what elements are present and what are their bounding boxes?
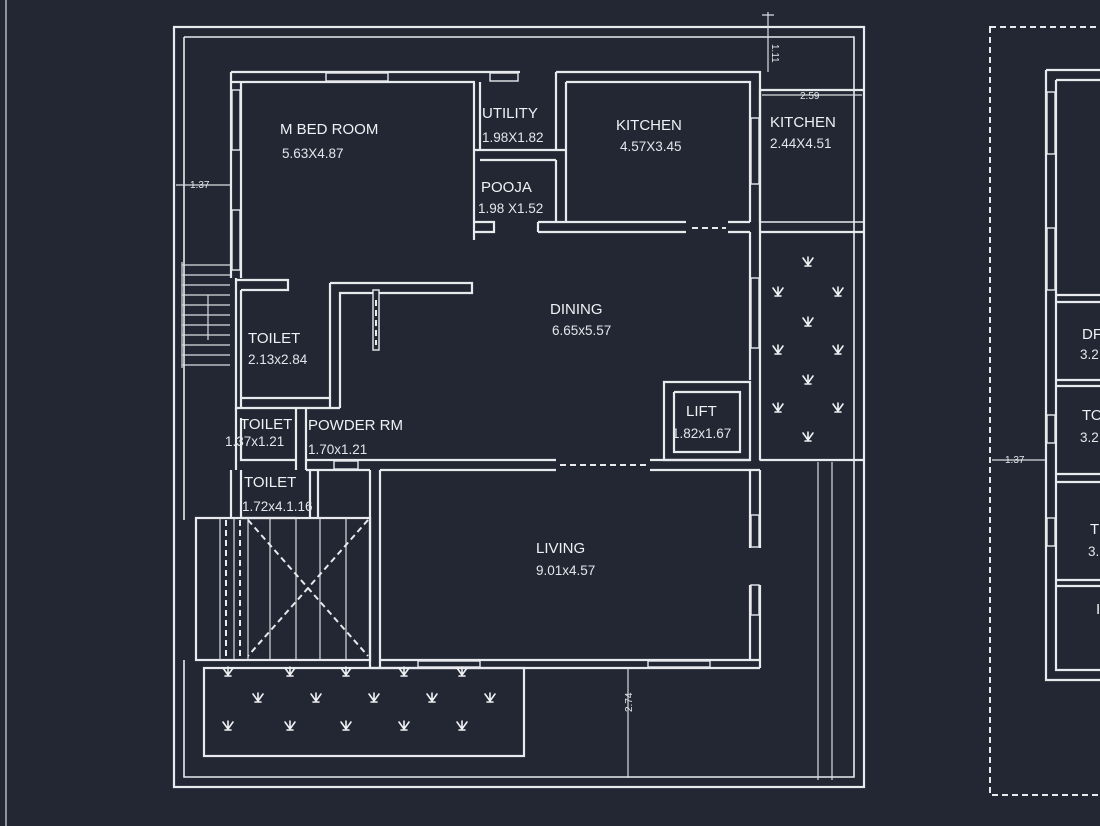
plant-symbol: [310, 692, 322, 703]
plant-symbol: [456, 720, 468, 731]
powder-room-size: 1.70x1.21: [308, 442, 367, 457]
plant-symbol: [284, 666, 296, 677]
plant-symbol: [222, 666, 234, 677]
adjacent-label-1: DF: [1082, 326, 1100, 343]
toilet-1-label: TOILET: [248, 330, 300, 347]
plant-symbol: [222, 720, 234, 731]
toilet-2-size: 1.37x1.21: [225, 434, 284, 449]
plant-symbol: [426, 692, 438, 703]
adjacent-size-1: 3.2: [1080, 347, 1099, 362]
kitchen-2-size: 2.44X4.51: [770, 136, 832, 151]
dashed-openings: [375, 227, 726, 466]
plant-symbol: [772, 286, 784, 297]
plant-symbol: [832, 344, 844, 355]
dim-left: 1.37: [190, 180, 210, 191]
lift-size: 1.82x1.67: [672, 426, 731, 441]
toilet-3-size: 1.72x4.1.16: [242, 499, 313, 514]
dim-kitchen-offset: 2.59: [800, 91, 820, 102]
plant-symbol: [802, 256, 814, 267]
plot-boundary: [172, 25, 866, 789]
plant-symbol: [340, 666, 352, 677]
windows: [231, 72, 760, 668]
toilet-2-label: TOILET: [240, 416, 292, 433]
dimension-lines: [176, 12, 1046, 778]
plant-symbol: [340, 720, 352, 731]
plant-symbol: [772, 344, 784, 355]
m-bed-room-label: M BED ROOM: [280, 121, 378, 138]
front-garden: [202, 666, 526, 758]
m-bed-room-size: 5.63X4.87: [282, 146, 344, 161]
plant-symbol: [802, 316, 814, 327]
living-size: 9.01x4.57: [536, 563, 595, 578]
dim-top: 1.11: [769, 44, 780, 63]
utility-label: UTILITY: [482, 105, 538, 122]
adjacent-size-2: 3.2: [1080, 430, 1099, 445]
plant-symbol: [484, 692, 496, 703]
kitchen-label: KITCHEN: [616, 117, 682, 134]
toilet-3-label: TOILET: [244, 474, 296, 491]
dim-front: 2.74: [624, 692, 635, 712]
adjacent-size-3: 3.: [1088, 544, 1099, 559]
pooja-label: POOJA: [481, 179, 532, 196]
dining-size: 6.65x5.57: [552, 323, 611, 338]
utility-size: 1.98X1.82: [482, 130, 544, 145]
plant-symbols: [222, 256, 844, 731]
dim-right-plan: 1.37: [1005, 455, 1025, 466]
pooja-size: 1.98 X1.52: [478, 201, 543, 216]
plant-symbol: [832, 286, 844, 297]
dining-label: DINING: [550, 301, 603, 318]
plant-symbol: [368, 692, 380, 703]
adjacent-label-4: I: [1096, 601, 1100, 618]
kitchen-size: 4.57X3.45: [620, 139, 682, 154]
plant-symbol: [398, 666, 410, 677]
adjacent-plan: [989, 26, 1100, 796]
living-label: LIVING: [536, 540, 585, 557]
toilet-1-size: 2.13x2.84: [248, 352, 308, 367]
adjacent-label-2: TO: [1082, 407, 1100, 424]
adjacent-label-3: T: [1090, 521, 1099, 538]
plant-symbol: [398, 720, 410, 731]
left-stair: [181, 262, 230, 368]
lift-label: LIFT: [686, 403, 717, 420]
plant-symbol: [832, 402, 844, 413]
plant-symbol: [284, 720, 296, 731]
plant-symbol: [456, 666, 468, 677]
kitchen-2-label: KITCHEN: [770, 114, 836, 131]
plant-symbol: [772, 402, 784, 413]
plant-symbol: [802, 431, 814, 442]
plant-symbol: [252, 692, 264, 703]
drive-lines: [817, 462, 833, 780]
powder-room-label: POWDER RM: [308, 417, 403, 434]
main-stair: [194, 516, 372, 662]
building-walls: [229, 70, 864, 670]
plant-symbol: [802, 374, 814, 385]
side-garden: [759, 232, 856, 461]
